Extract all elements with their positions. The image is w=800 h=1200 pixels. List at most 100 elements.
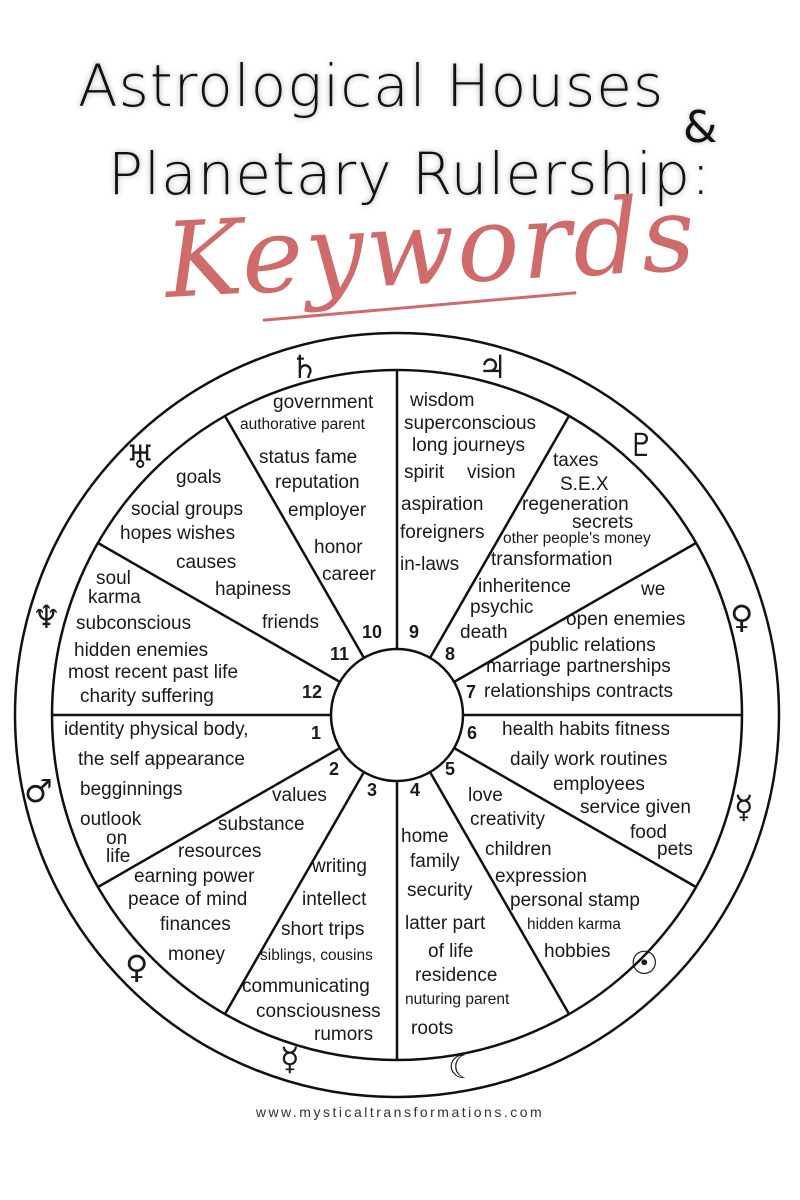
house-10: 10 government authorative parent status … <box>240 392 382 642</box>
house-keyword: reputation <box>275 472 360 493</box>
house-keyword: transformation <box>491 549 612 570</box>
house-keyword: creativity <box>470 809 545 830</box>
house-number: 10 <box>362 622 382 642</box>
venus-icon: ♀ <box>125 948 148 986</box>
house-9: 9 wisdom superconscious long journeys sp… <box>400 390 536 642</box>
house-keyword: foreigners <box>400 522 485 543</box>
house-12: 12 soul karma subconscious hidden enemie… <box>68 568 322 707</box>
house-keyword: vision <box>467 462 516 483</box>
house-keyword: subconscious <box>76 613 191 634</box>
house-keyword: values <box>272 785 327 806</box>
house-keyword: latter part <box>405 913 486 934</box>
house-keyword: identity physical body, <box>64 719 248 740</box>
house-keyword: government <box>273 392 374 413</box>
house-number: 4 <box>410 780 420 800</box>
house-keyword: relationships contracts <box>484 681 673 702</box>
moon-icon: ☾ <box>448 1048 477 1086</box>
pluto-icon: ♇ <box>627 426 656 464</box>
house-keyword: hopes wishes <box>120 523 235 544</box>
venus-icon: ♀ <box>730 598 753 636</box>
house-keyword: service given <box>580 797 691 818</box>
house-3: 3 writing intellect short trips siblings… <box>242 780 381 1045</box>
house-keyword: daily work routines <box>510 749 667 770</box>
house-keyword: S.E.X <box>560 474 609 495</box>
jupiter-icon: ♃ <box>478 348 507 386</box>
house-keyword: superconscious <box>404 413 536 434</box>
house-keyword: home <box>401 826 449 847</box>
house-number: 8 <box>445 644 455 664</box>
house-4: 4 home family security latter part of li… <box>401 780 510 1039</box>
house-8: 8 taxes S.E.X regeneration secrets other… <box>445 450 651 664</box>
house-number: 11 <box>330 644 349 664</box>
house-keyword: consciousness <box>256 1001 381 1022</box>
house-keyword: outlook <box>80 809 142 830</box>
house-number: 12 <box>302 682 322 702</box>
house-keyword: employer <box>288 500 367 521</box>
mars-icon: ♂ <box>24 772 53 810</box>
house-keyword: taxes <box>553 450 598 471</box>
house-keyword: other people's money <box>503 530 651 547</box>
house-keyword: begginnings <box>80 779 182 800</box>
house-keyword: communicating <box>242 976 370 997</box>
house-keyword: money <box>168 944 226 965</box>
uranus-icon: ♅ <box>126 438 155 476</box>
house-keyword: of life <box>428 941 473 962</box>
house-keyword: status fame <box>259 447 357 468</box>
house-keyword: hapiness <box>215 579 291 600</box>
title-line-2: Planetary Rulership: <box>108 140 712 208</box>
house-keyword: children <box>485 839 552 860</box>
house-keyword: causes <box>176 552 236 573</box>
house-5: 5 love creativity children expression pe… <box>445 759 640 962</box>
house-keyword: long journeys <box>412 435 525 456</box>
house-keyword: charity suffering <box>80 686 214 707</box>
house-keyword: hidden enemies <box>74 640 208 661</box>
house-keyword: nuturing parent <box>405 991 510 1008</box>
house-keyword: the self appearance <box>78 749 245 770</box>
saturn-icon: ♄ <box>290 348 319 386</box>
house-keyword: career <box>322 564 377 585</box>
mercury-icon: ☿ <box>734 788 754 826</box>
cusp-line-5-6 <box>453 746 697 889</box>
wheel-structure <box>13 331 781 1099</box>
house-keyword: open enemies <box>566 609 685 630</box>
house-keyword: siblings, cousins <box>260 947 373 964</box>
house-6: 6 health habits fitness daily work routi… <box>467 719 693 860</box>
house-keyword: friends <box>262 612 319 633</box>
house-keyword: authorative parent <box>240 416 366 433</box>
house-keyword: soul <box>96 568 131 589</box>
house-number: 2 <box>329 759 339 779</box>
house-keyword: earning power <box>134 866 255 887</box>
house-keyword: finances <box>160 914 231 935</box>
house-keyword: inheritence <box>478 576 571 597</box>
house-keyword: personal stamp <box>510 890 640 911</box>
ruler-glyphs: ♄ ♃ ♅ ♇ ♆ ♀ ♂ ☿ ♀ ☉ ☿ ☾ <box>24 348 754 1086</box>
cusp-line-1-2 <box>97 746 341 889</box>
title-line-1: Astrological Houses <box>78 52 665 120</box>
house-number: 3 <box>367 780 377 800</box>
house-keyword: food <box>630 822 667 843</box>
house-keyword: family <box>410 851 460 872</box>
house-keyword: marriage partnerships <box>486 656 671 677</box>
house-keyword: goals <box>176 467 221 488</box>
house-2: 2 values substance resources earning pow… <box>128 759 339 965</box>
house-keyword: intellect <box>302 889 367 910</box>
house-keyword: spirit <box>404 462 445 483</box>
house-keyword: death <box>460 622 508 643</box>
house-keyword: psychic <box>470 597 533 618</box>
house-number: 7 <box>466 682 476 702</box>
cusp-line-11-12 <box>97 541 341 684</box>
house-keyword: roots <box>411 1018 453 1039</box>
house-keyword: writing <box>311 856 367 877</box>
house-keyword: substance <box>218 814 305 835</box>
house-7: 7 we open enemies public relations marri… <box>466 579 685 702</box>
cusp-line-2-3 <box>223 771 366 1015</box>
outer-ring <box>13 331 781 1099</box>
house-keyword: short trips <box>281 919 364 940</box>
house-keyword: social groups <box>131 499 243 520</box>
house-keyword: most recent past life <box>68 662 238 683</box>
house-keyword: aspiration <box>401 494 483 515</box>
house-keyword: karma <box>88 587 141 608</box>
cusp-line-10-11 <box>223 415 366 659</box>
house-keyword: honor <box>314 537 363 558</box>
